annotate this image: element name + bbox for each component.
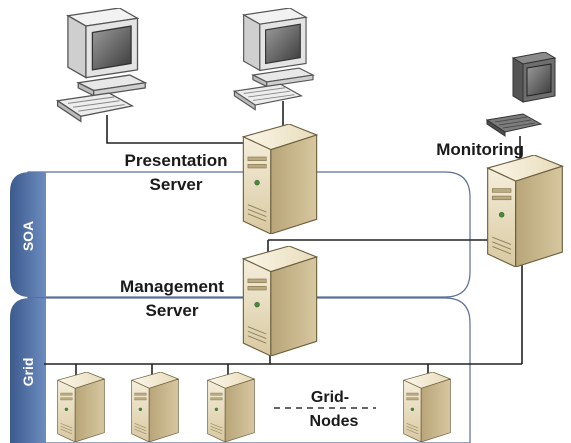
- monitoring-server-icon: [487, 155, 563, 267]
- client-workstation-icon: [233, 8, 314, 111]
- soa-layer-tab: [10, 172, 46, 297]
- soa-layer-band: [27, 171, 471, 298]
- grid-layer-tab: [10, 298, 46, 443]
- management-server-label-line1: Management: [120, 277, 224, 296]
- monitoring-label: Monitoring: [436, 140, 524, 159]
- management-server-icon: [242, 246, 318, 356]
- grid-nodes-label-line2: Nodes: [310, 413, 359, 430]
- management-server-label-line2: Server: [146, 301, 199, 320]
- grid-node-server-icon: [403, 372, 451, 442]
- soa-layer-label: SOA: [20, 221, 36, 251]
- grid-layer-label: Grid: [20, 358, 36, 387]
- grid-node-server-icon: [57, 372, 105, 442]
- monitoring-workstation-icon: [486, 52, 556, 137]
- client-workstation-icon: [56, 8, 146, 123]
- grid-node-server-icon: [207, 372, 255, 442]
- connection-lines: [44, 101, 523, 376]
- presentation-server-label-line2: Server: [150, 175, 203, 194]
- presentation-server-label-line1: Presentation: [125, 151, 228, 170]
- grid-node-server-icon: [131, 372, 179, 442]
- grid-nodes-label-line1: Grid-: [311, 389, 349, 406]
- grid-layer-band: [27, 297, 471, 443]
- presentation-server-icon: [242, 124, 318, 234]
